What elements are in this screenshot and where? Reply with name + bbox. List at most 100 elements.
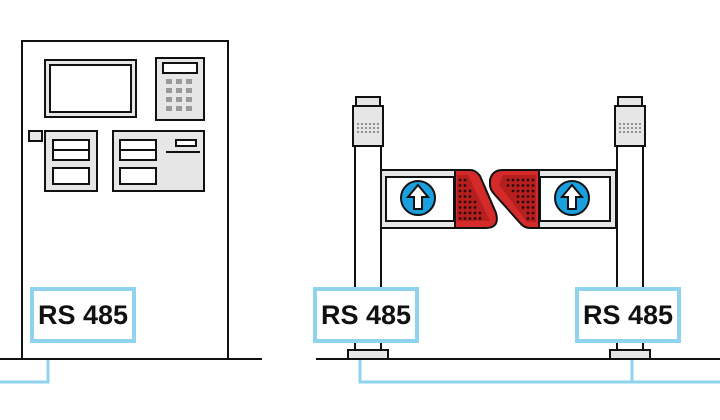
reflector-dot xyxy=(468,211,472,215)
vent-dot xyxy=(373,131,375,133)
reflector-dot xyxy=(521,189,525,193)
reflector-dot xyxy=(511,184,515,187)
vent-dot xyxy=(635,131,637,133)
reflector-dot xyxy=(526,178,530,182)
vent-dot xyxy=(619,127,621,129)
reflector-dot xyxy=(526,217,530,220)
vent-dot xyxy=(631,123,633,125)
gate-right-reflector-dots xyxy=(506,178,535,220)
gate-right-post-vents xyxy=(619,123,641,133)
keypad-key xyxy=(176,106,182,111)
reflector-dot xyxy=(526,200,530,204)
gate-left-post-vents xyxy=(357,123,379,133)
reflector-dot xyxy=(463,189,467,193)
arrow-up-icon xyxy=(405,183,431,210)
vent-dot xyxy=(627,131,629,133)
keypad-key xyxy=(176,79,182,84)
keypad-key xyxy=(186,106,192,111)
kiosk-indicator xyxy=(28,130,43,142)
keypad-key xyxy=(186,79,192,84)
vent-dot xyxy=(627,127,629,129)
reflector-dot xyxy=(531,189,535,193)
reflector-dot xyxy=(458,211,462,215)
reflector-dot xyxy=(478,211,482,215)
reflector-dot xyxy=(521,206,525,209)
gate-left-reflector-dots xyxy=(458,178,482,220)
keypad-key xyxy=(176,97,182,102)
vent-dot xyxy=(357,123,359,125)
reflector-dot xyxy=(463,211,467,215)
kiosk-keypad-display xyxy=(162,62,198,74)
arrow-up-icon xyxy=(559,183,585,210)
vent-dot xyxy=(365,123,367,125)
reflector-dot xyxy=(458,200,462,204)
vent-dot xyxy=(369,123,371,125)
reflector-dot xyxy=(531,211,535,215)
reflector-dot xyxy=(468,189,472,193)
kiosk-module-right-slot-bottom xyxy=(119,167,157,185)
reflector-dot xyxy=(468,206,472,209)
reflector-dot xyxy=(531,184,535,187)
vent-dot xyxy=(627,123,629,125)
vent-dot xyxy=(361,123,363,125)
vent-dot xyxy=(373,127,375,129)
reflector-dot xyxy=(458,217,462,220)
gate-left-post-foot xyxy=(347,349,389,360)
gate-right-post-cap xyxy=(617,96,643,107)
reflector-dot xyxy=(526,206,530,209)
vent-dot xyxy=(631,131,633,133)
reflector-dot xyxy=(511,189,515,193)
reflector-dot xyxy=(473,200,477,204)
reflector-dot xyxy=(526,189,530,193)
reflector-dot xyxy=(463,184,467,187)
reflector-dot xyxy=(478,217,482,220)
keypad-key xyxy=(176,88,182,93)
vent-dot xyxy=(357,127,359,129)
reflector-dot xyxy=(521,184,525,187)
kiosk-rs485-label: RS 485 xyxy=(30,287,136,343)
reflector-dot xyxy=(521,178,525,182)
reflector-dot xyxy=(463,206,467,209)
reflector-dot xyxy=(516,195,520,198)
reflector-dot xyxy=(473,217,477,220)
reflector-dot xyxy=(531,178,535,182)
gate-left-rs485-label: RS 485 xyxy=(313,287,419,343)
keypad-key xyxy=(166,106,172,111)
keypad-key xyxy=(166,97,172,102)
reflector-dot xyxy=(468,195,472,198)
vent-dot xyxy=(361,131,363,133)
keypad-key xyxy=(186,88,192,93)
vent-dot xyxy=(639,127,641,129)
gate-right-arm xyxy=(489,169,617,229)
reflector-dot xyxy=(463,178,467,182)
reflector-dot xyxy=(516,178,520,182)
gate-cable xyxy=(358,340,720,384)
vent-dot xyxy=(369,131,371,133)
reflector-dot xyxy=(531,195,535,198)
reflector-dot xyxy=(516,184,520,187)
reflector-dot xyxy=(531,206,535,209)
vent-dot xyxy=(631,127,633,129)
vent-dot xyxy=(365,127,367,129)
reflector-dot xyxy=(531,200,535,204)
keypad-key xyxy=(166,79,172,84)
vent-dot xyxy=(377,123,379,125)
gate-left-post-cap xyxy=(355,96,381,107)
reflector-dot xyxy=(506,178,510,182)
vent-dot xyxy=(619,131,621,133)
reflector-dot xyxy=(516,200,520,204)
reflector-dot xyxy=(468,217,472,220)
gate-left-arm xyxy=(380,169,498,229)
reflector-dot xyxy=(506,184,510,187)
gate-right-post-head xyxy=(614,105,646,147)
gate-right-post-foot xyxy=(609,349,651,360)
keypad-key xyxy=(166,88,172,93)
reflector-dot xyxy=(473,211,477,215)
reflector-dot xyxy=(463,200,467,204)
kiosk-keypad-keys xyxy=(166,79,192,111)
reflector-dot xyxy=(458,189,462,193)
vent-dot xyxy=(365,131,367,133)
reflector-dot xyxy=(526,195,530,198)
reflector-dot xyxy=(531,217,535,220)
